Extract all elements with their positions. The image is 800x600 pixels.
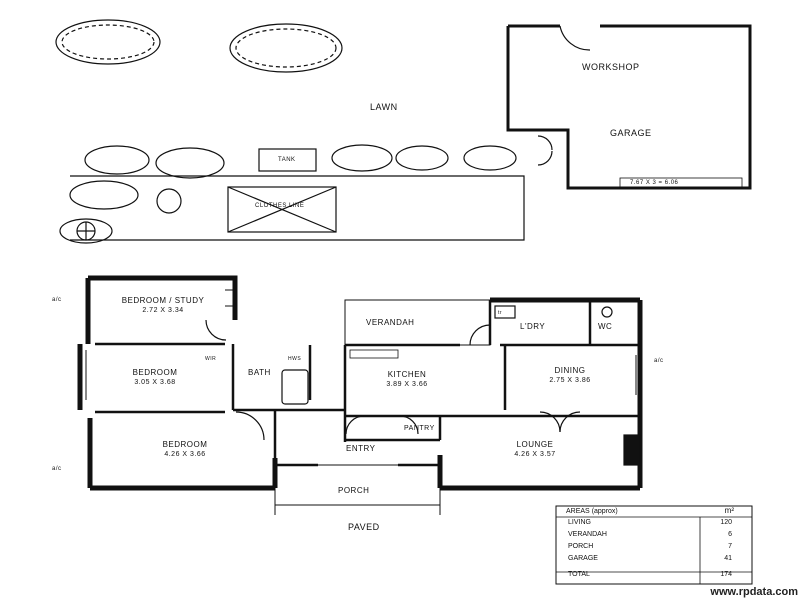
room-bedroom-study: BEDROOM / STUDY 2.72 x 3.34 — [108, 296, 218, 316]
room-dimensions: 4.26 x 3.66 — [164, 451, 206, 458]
tank-label: TANK — [278, 157, 296, 163]
room-entry: ENTRY — [346, 444, 376, 453]
wir-label: WIR — [205, 356, 217, 362]
room-name: LOUNGE — [516, 440, 554, 449]
tree-icon — [55, 19, 161, 65]
clothes-line-label: CLOTHES LINE — [255, 203, 305, 209]
room-name: KITCHEN — [387, 370, 427, 379]
garage-label: GARAGE — [610, 128, 652, 138]
room-pantry: PANTRY — [404, 425, 435, 432]
room-dining: DINING 2.75 x 3.86 — [515, 366, 625, 386]
room-ldry: L'DRY — [520, 322, 546, 331]
clothes-line-icon — [227, 186, 337, 233]
room-name: BEDROOM / STUDY — [121, 296, 205, 305]
room-dimensions: 3.05 x 3.68 — [134, 379, 176, 386]
lawn-label: LAWN — [370, 102, 398, 112]
ac-unit-label: a/c — [654, 358, 664, 364]
areas-title: AREAS (approx) — [566, 508, 618, 515]
shrub-icon — [59, 144, 517, 244]
tree-icon — [229, 23, 343, 73]
ac-unit-label: a/c — [52, 297, 62, 303]
room-dimensions: 3.89 x 3.66 — [386, 381, 428, 388]
room-bedroom-2: BEDROOM 3.05 x 3.68 — [100, 368, 210, 388]
room-kitchen: KITCHEN 3.89 x 3.66 — [352, 370, 462, 390]
room-lounge: LOUNGE 4.26 x 3.57 — [475, 440, 595, 460]
laundry-tub-label: tr — [498, 310, 503, 316]
room-name: DINING — [554, 366, 586, 375]
watermark: www.rpdata.com — [710, 586, 798, 598]
room-name: BEDROOM — [132, 368, 178, 377]
garage-dimensions: 7.67 x 3 = 6.06 — [630, 180, 679, 186]
areas-unit: m² — [724, 506, 734, 515]
room-dimensions: 2.75 x 3.86 — [549, 377, 591, 384]
workshop-label: WORKSHOP — [582, 62, 640, 72]
hws-label: HWS — [288, 356, 302, 362]
room-porch: PORCH — [338, 486, 370, 495]
room-wc: WC — [598, 322, 613, 331]
room-bath: BATH — [248, 368, 271, 377]
paved-label: PAVED — [348, 522, 380, 532]
ac-unit-label: a/c — [52, 466, 62, 472]
room-verandah: VERANDAH — [366, 318, 415, 327]
room-bedroom-1: BEDROOM 4.26 x 3.66 — [125, 440, 245, 460]
room-dimensions: 4.26 x 3.57 — [514, 451, 556, 458]
room-name: BEDROOM — [162, 440, 208, 449]
room-dimensions: 2.72 x 3.34 — [142, 307, 184, 314]
tank-icon — [258, 148, 317, 172]
